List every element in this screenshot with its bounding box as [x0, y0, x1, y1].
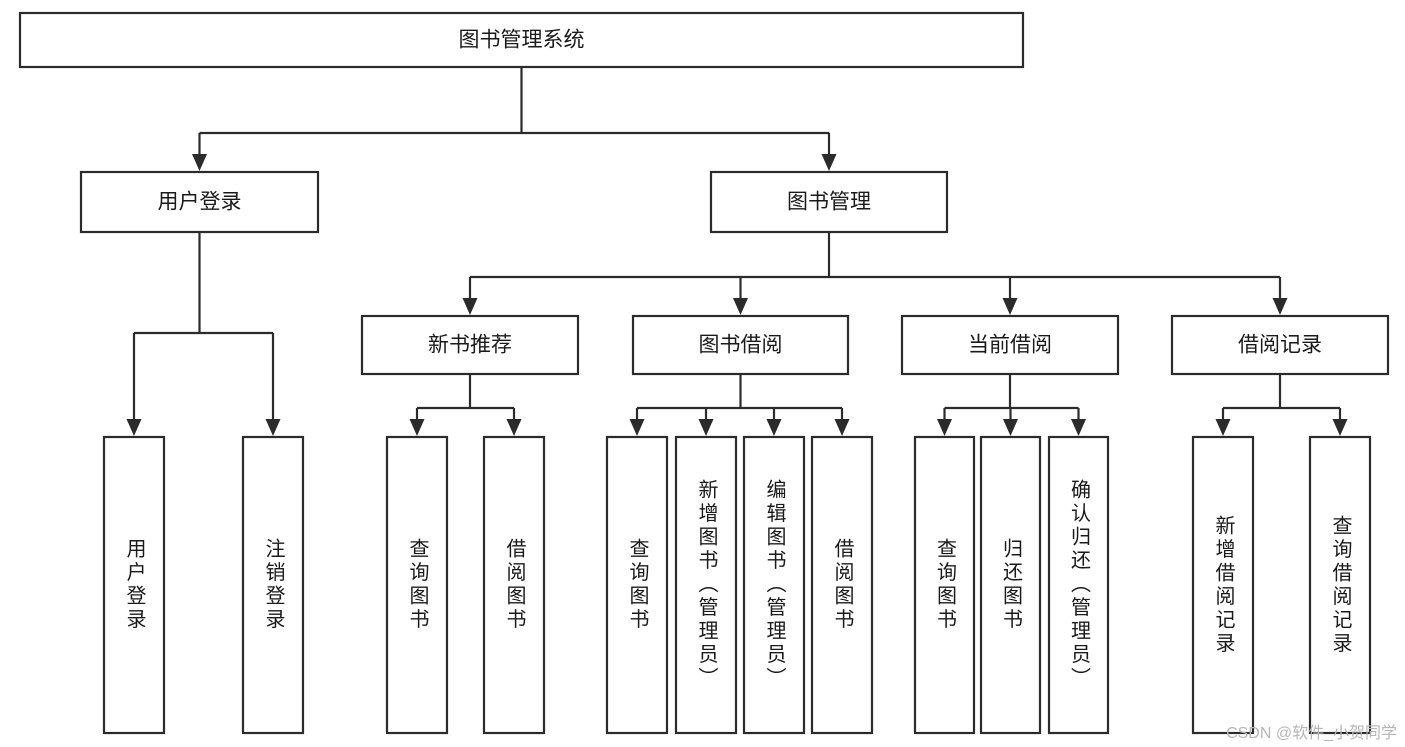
node-box-book-borrow[interactable]	[631, 314, 850, 376]
node-box-current-borrow[interactable]	[900, 314, 1120, 376]
arrow-head-icon-leaf-user-login	[126, 419, 142, 436]
node-box-leaf-borrow-book[interactable]	[810, 435, 874, 735]
node-box-leaf-borrow-book-rec[interactable]	[482, 435, 546, 735]
arrow-head-icon-leaf-confirm-return	[1071, 419, 1086, 436]
arrow-head-icon-book-borrow	[733, 298, 748, 315]
node-box-leaf-query-book-rec[interactable]	[385, 435, 449, 735]
arrow-head-icon-leaf-query-book-rec	[409, 419, 425, 436]
node-box-leaf-add-record[interactable]	[1191, 435, 1255, 735]
watermark-text: CSDN @软件_小贺同学	[1226, 725, 1397, 742]
arrow-head-icon-leaf-add-record	[1215, 419, 1231, 436]
node-box-leaf-return-book[interactable]	[979, 435, 1042, 735]
node-box-leaf-query-book-cur[interactable]	[913, 435, 976, 735]
node-box-leaf-logout[interactable]	[241, 435, 305, 735]
node-box-leaf-user-login[interactable]	[102, 435, 166, 735]
node-label-user-login: 用户登录	[158, 191, 242, 214]
node-box-new-book-rec[interactable]	[360, 314, 580, 376]
arrow-head-icon-borrow-record	[1272, 298, 1288, 315]
arrow-head-icon-leaf-borrow-book	[834, 419, 850, 436]
node-label-borrow-record: 借阅记录	[1238, 334, 1322, 357]
arrow-head-icon-leaf-query-book	[629, 419, 645, 436]
arrow-head-icon-current-borrow	[1002, 298, 1018, 315]
node-box-borrow-record[interactable]	[1170, 314, 1390, 376]
arrow-head-icon-book-manage	[821, 154, 837, 171]
node-label-book-manage: 图书管理	[787, 191, 871, 214]
arrow-head-icon-leaf-edit-book	[766, 419, 782, 436]
node-label-root: 图书管理系统	[459, 29, 585, 52]
arrow-head-icon-leaf-logout	[265, 419, 281, 436]
arrow-head-icon-leaf-query-book-cur	[937, 419, 952, 436]
node-box-leaf-confirm-return[interactable]	[1047, 435, 1110, 735]
node-box-user-login[interactable]	[79, 170, 320, 234]
arrow-head-icon-leaf-query-record	[1332, 419, 1348, 436]
node-box-leaf-edit-book[interactable]	[742, 435, 806, 735]
arrow-head-icon-user-login	[192, 154, 207, 171]
node-label-new-book-rec: 新书推荐	[428, 334, 512, 357]
node-box-book-manage[interactable]	[709, 170, 949, 234]
node-label-current-borrow: 当前借阅	[968, 334, 1052, 357]
arrow-head-icon-leaf-borrow-book-rec	[506, 419, 522, 436]
node-label-book-borrow: 图书借阅	[699, 334, 783, 357]
node-box-leaf-query-record[interactable]	[1308, 435, 1372, 735]
arrow-head-icon-new-book-rec	[462, 298, 478, 315]
node-box-root[interactable]	[18, 11, 1025, 69]
node-box-leaf-add-book[interactable]	[674, 435, 738, 735]
node-box-leaf-query-book[interactable]	[605, 435, 669, 735]
arrow-head-icon-leaf-add-book	[698, 419, 714, 436]
arrow-head-icon-leaf-return-book	[1003, 419, 1018, 436]
